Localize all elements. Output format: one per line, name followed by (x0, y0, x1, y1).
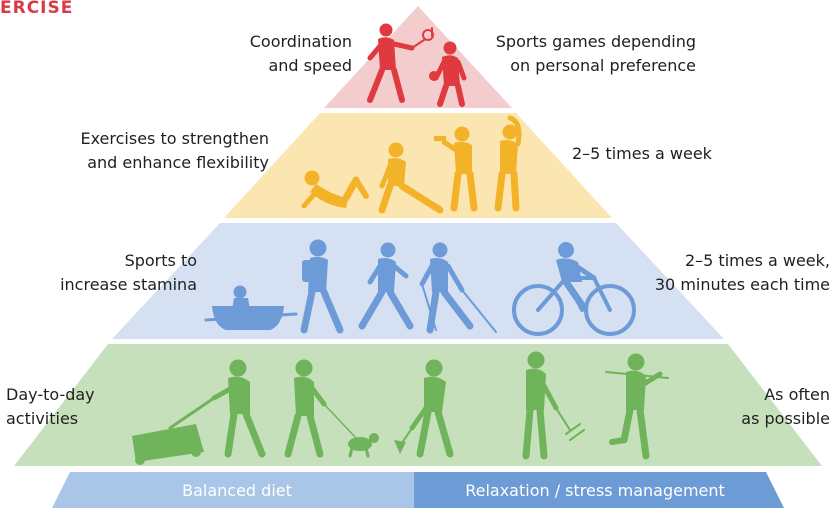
tier2-left-label: Exercises to strengthen and enhance flex… (80, 129, 269, 172)
tennis-player-icon (367, 23, 434, 103)
runner-icon (358, 242, 414, 330)
raking-icon (522, 351, 585, 460)
tier1-left-label: Coordination and speed (249, 32, 352, 75)
nordic-walker-icon (419, 242, 497, 334)
shoveling-icon (394, 359, 454, 458)
pyramid-tier-top (324, 6, 512, 108)
dog-walker-icon (284, 359, 357, 458)
base-label-relaxation: Relaxation / stress management (465, 481, 725, 500)
base-label-balanced-diet: Balanced diet (182, 481, 292, 500)
pyramid-tier-daily (14, 344, 822, 466)
tier4-left-label: Day-to-day activities (6, 385, 95, 428)
tier4-right-label: As often as possible (741, 385, 830, 428)
pyramid-tier-strength (224, 113, 612, 218)
base-bar-relaxation (414, 472, 784, 508)
football-player-icon (429, 27, 467, 107)
section-heading: ERCISE (0, 0, 74, 18)
rowing-boat-icon (204, 285, 298, 330)
tier1-right-label: Sports games depending on personal prefe… (495, 32, 696, 75)
lying-stretch-icon (301, 170, 369, 209)
tier3-right-label: 2–5 times a week, 30 minutes each time (654, 251, 830, 294)
hiker-icon (300, 239, 344, 334)
tier2-right-label: 2–5 times a week (572, 144, 712, 163)
digging-icon (605, 353, 669, 460)
side-stretch-icon (494, 115, 522, 212)
dumbbell-curl-icon (434, 126, 478, 212)
lawn-mowing-icon (132, 359, 266, 465)
base-bar-balanced-diet (52, 472, 414, 508)
cyclist-icon (512, 242, 636, 336)
dog-icon (348, 433, 379, 458)
lunge-stretch-icon (378, 142, 444, 214)
tier3-left-label: Sports to increase stamina (60, 251, 197, 294)
